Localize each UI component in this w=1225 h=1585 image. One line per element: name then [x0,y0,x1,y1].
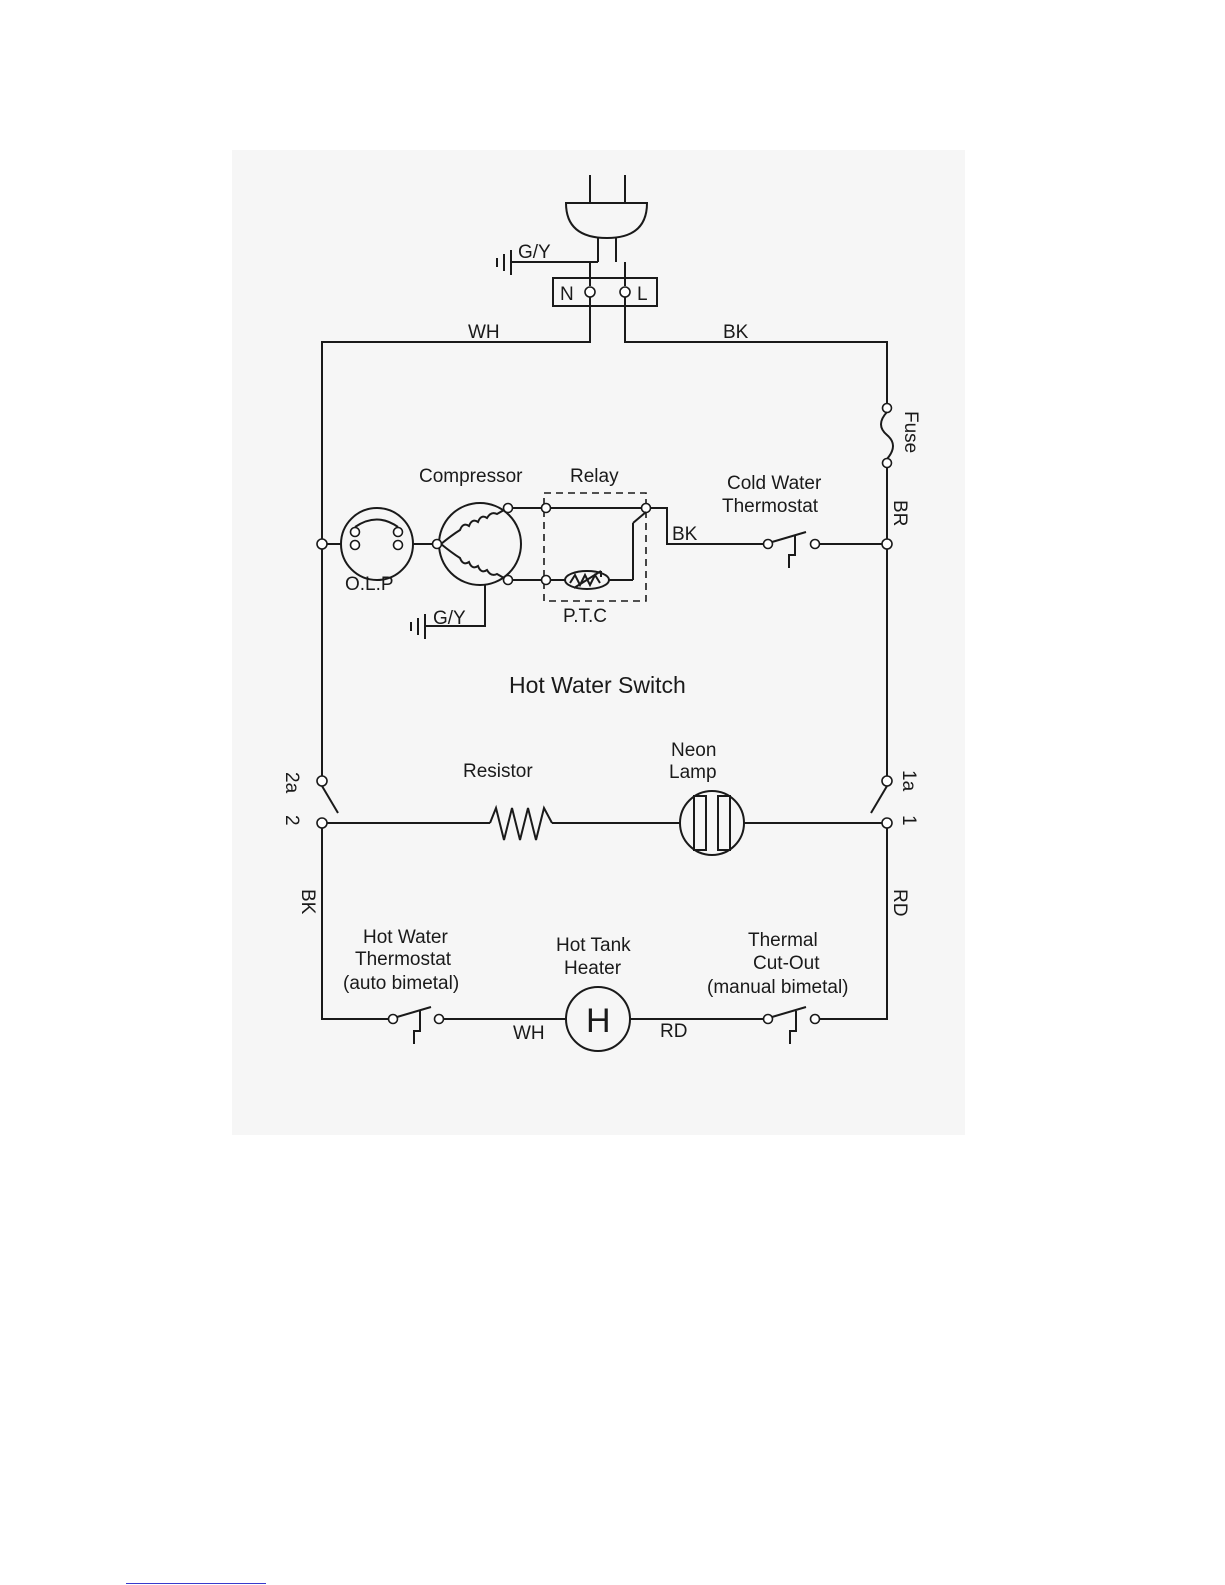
hot-thermostat-label-1: Hot Water [363,927,448,948]
wire-rd-bottom-label: RD [660,1021,687,1042]
cold-thermostat-label-2: Thermostat [722,496,819,517]
resistor-label: Resistor [463,761,533,782]
fuse-label: Fuse [900,411,921,453]
cutout-label-1: Thermal [748,930,818,951]
hot-water-switch-row [317,776,892,840]
wire-wh-bottom-label: WH [513,1023,545,1044]
hot-thermostat-label-2: Thermostat [355,949,452,970]
terminal-l-label: L [637,284,648,305]
wire-bk-left-label: BK [297,889,318,915]
ground-label-compressor: G/Y [433,608,466,629]
hot-water-switch-label: Hot Water Switch [509,672,686,698]
heater-symbol-letter: H [586,1002,611,1040]
olp-symbol [317,508,437,580]
compressor-label: Compressor [419,466,523,487]
neon-label-1: Neon [671,740,716,761]
wire-bk-top-label: BK [723,322,749,343]
terminal-n-label: N [560,284,574,305]
neon-label-2: Lamp [669,762,717,783]
cold-thermostat-label-1: Cold Water [727,473,822,494]
heater-label-2: Heater [564,958,622,979]
wire-wh-top-label: WH [468,322,500,343]
footer-link-underline [126,1583,266,1584]
switch-2-label: 2 [281,815,302,826]
wire-br-label: BR [889,500,910,526]
cutout-label-3: (manual bimetal) [707,977,849,998]
cutout-label-2: Cut-Out [753,953,820,974]
thermal-cutout-symbol [764,1007,820,1044]
switch-2a-label: 2a [281,772,302,794]
compressor-symbol [433,503,522,585]
wire-rd-right-label: RD [889,889,910,916]
relay-label: Relay [570,466,619,487]
fuse-symbol [881,404,893,468]
cold-water-thermostat-symbol [764,532,893,568]
ground-label-top: G/Y [518,242,551,263]
olp-label: O.L.P [345,574,394,595]
switch-1-label: 1 [898,815,919,826]
switch-1a-label: 1a [898,770,919,792]
heater-label-1: Hot Tank [556,935,631,956]
main-wiring [322,297,887,779]
ptc-label: P.T.C [563,606,607,627]
wire-bk-relay-label: BK [672,524,698,545]
neon-lamp-symbol [680,791,744,855]
hot-water-thermostat-symbol [389,1007,444,1044]
power-plug [566,175,647,262]
hot-thermostat-label-3: (auto bimetal) [343,973,459,994]
